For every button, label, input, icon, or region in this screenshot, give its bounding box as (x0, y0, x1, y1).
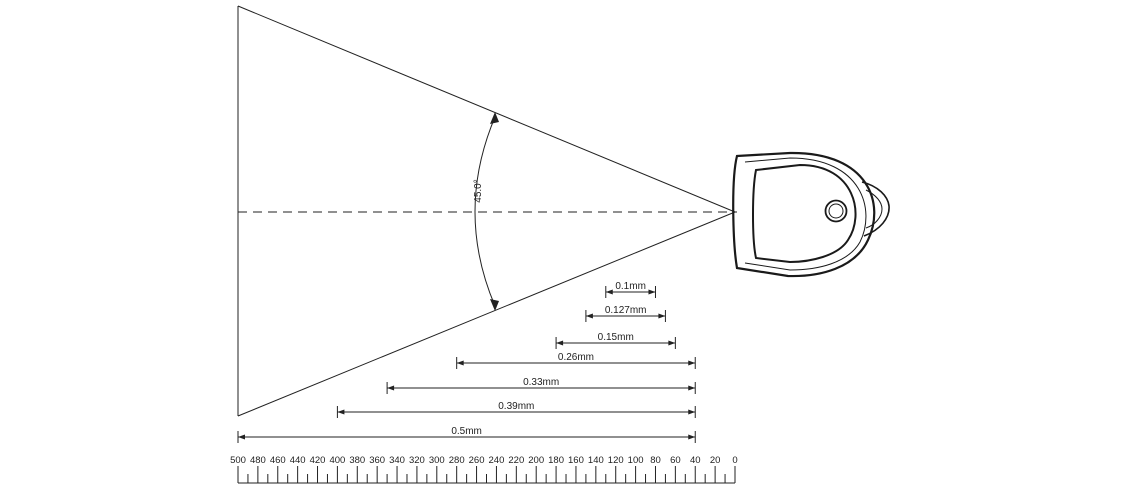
range-arrow-right (658, 313, 666, 319)
scanner-handle (861, 181, 890, 237)
range-arrow-right (648, 289, 656, 295)
fov-lower-edge (237, 211, 736, 417)
range-arrow-right (688, 434, 696, 440)
scanner-button-inner (828, 203, 844, 219)
scale-tick-label: 160 (568, 455, 584, 466)
scale-tick-label: 500 (230, 455, 246, 466)
range-arrow-left (556, 340, 564, 346)
scanner-button-icon (824, 199, 848, 223)
range-label: 0.127mm (605, 305, 647, 316)
scale-tick-label: 60 (670, 455, 681, 466)
scanner-device (732, 151, 890, 278)
range-label: 0.26mm (558, 352, 594, 363)
range-line: 0.26mm (456, 352, 696, 369)
range-arrow-left (585, 313, 593, 319)
scale-tick-label: 120 (608, 455, 624, 466)
scale-tick-label: 80 (650, 455, 661, 466)
range-label: 0.39mm (498, 401, 534, 412)
scale-tick-label: 280 (449, 455, 465, 466)
range-arrow-right (668, 340, 676, 346)
range-line: 0.5mm (237, 426, 696, 443)
scanner-rim (744, 157, 867, 271)
scale-tick-label: 360 (369, 455, 385, 466)
range-arrow-left (387, 385, 395, 391)
angle-indicator: 45.0° (473, 112, 499, 311)
resolution-ranges: 0.1mm 0.127mm 0.15mm 0.26mm 0.33mm 0.39mm 0.5m… (237, 281, 696, 443)
range-label: 0.15mm (598, 332, 634, 343)
scanner-inner-window (752, 163, 857, 264)
range-arrow-left (337, 409, 345, 415)
scale-tick-label: 0 (732, 455, 737, 466)
angle-arrow-bottom (490, 299, 499, 311)
range-line: 0.15mm (555, 332, 676, 349)
range-arrow-left (605, 289, 613, 295)
range-label: 0.5mm (451, 426, 482, 437)
range-line: 0.33mm (386, 377, 696, 394)
scale-tick-label: 480 (250, 455, 266, 466)
scale-tick-label: 180 (548, 455, 564, 466)
range-arrow-right (688, 360, 696, 366)
scale-tick-label: 100 (628, 455, 644, 466)
scale-tick-label: 460 (270, 455, 286, 466)
scale-tick-label: 200 (528, 455, 544, 466)
scale-tick-label: 380 (349, 455, 365, 466)
range-line: 0.127mm (585, 305, 666, 322)
scale-tick-label: 260 (469, 455, 485, 466)
range-line: 0.39mm (336, 401, 696, 418)
scale-tick-label: 340 (389, 455, 405, 466)
scale-tick-label: 40 (690, 455, 701, 466)
range-line: 0.1mm (605, 281, 656, 298)
range-arrow-left (238, 434, 245, 440)
scale-tick-label: 400 (329, 455, 345, 466)
fov-upper-edge (237, 5, 736, 213)
scanner-outer-shell (732, 151, 876, 278)
range-arrow-right (688, 409, 696, 415)
scale-tick-label: 220 (508, 455, 524, 466)
scale-tick-label: 320 (409, 455, 425, 466)
scale-tick-label: 300 (429, 455, 445, 466)
scale-tick-label: 420 (310, 455, 326, 466)
scale-tick-label: 140 (588, 455, 604, 466)
scale-tick-label: 240 (489, 455, 505, 466)
range-arrow-right (688, 385, 696, 391)
scale-tick-label: 20 (710, 455, 721, 466)
range-arrow-left (456, 360, 464, 366)
angle-arc (474, 116, 496, 307)
scale-tick-label: 440 (290, 455, 306, 466)
scanner-handle-inner (865, 189, 883, 229)
field-of-view (237, 5, 736, 417)
range-label: 0.1mm (615, 281, 646, 292)
range-label: 0.33mm (523, 377, 559, 388)
angle-label: 45.0° (473, 179, 484, 202)
angle-arrow-top (490, 112, 499, 124)
